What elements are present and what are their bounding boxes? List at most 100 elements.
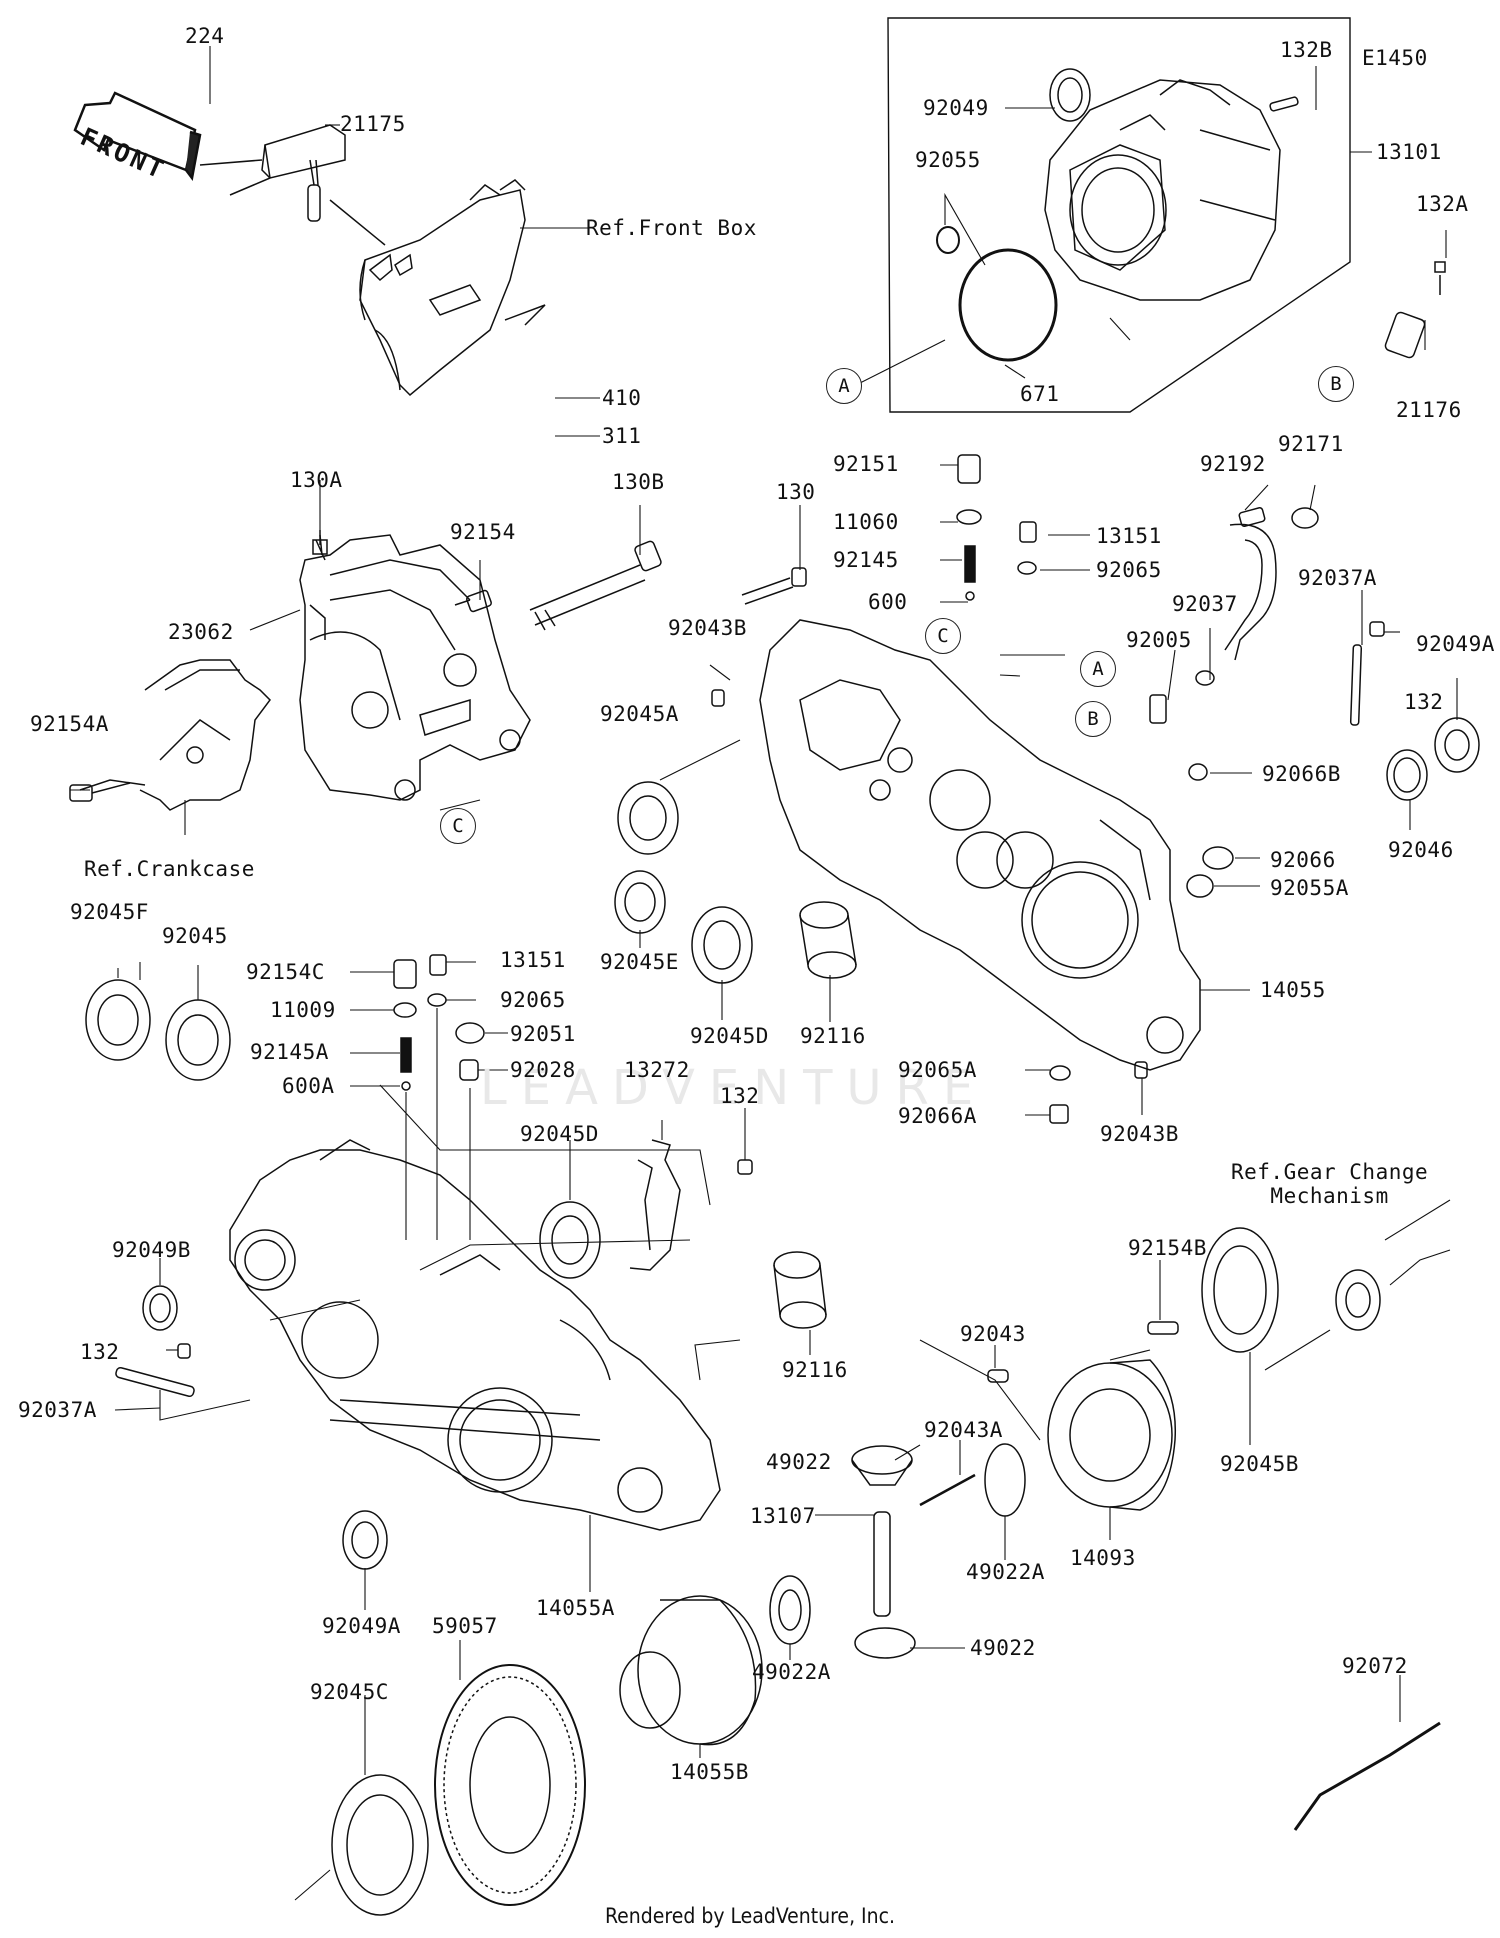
spring-92145a [400,1037,412,1073]
part-92043b-top[interactable]: 92043B [668,616,747,640]
oring-671 [958,248,1058,362]
leader-lines [70,46,1458,1901]
part-14055a[interactable]: 14055A [536,1596,615,1620]
part-92045d-right[interactable]: 92045D [690,1024,769,1048]
part-92065a[interactable]: 92065A [898,1058,977,1082]
sensor-21176 [1384,261,1446,359]
part-92045e[interactable]: 92045E [600,950,679,974]
part-92151[interactable]: 92151 [833,452,899,476]
part-92154c[interactable]: 92154C [246,960,325,984]
part-92192[interactable]: 92192 [1200,452,1266,476]
part-92145a[interactable]: 92145A [250,1040,329,1064]
seal-92049b [142,1285,178,1331]
part-92055a[interactable]: 92055A [1270,876,1349,900]
part-130b[interactable]: 130B [612,470,665,494]
part-130[interactable]: 130 [776,480,816,504]
pin-92043a [919,1473,976,1507]
part-21176[interactable]: 21176 [1396,398,1462,422]
gear-49022-top [851,1445,913,1486]
front-box-drawing [199,124,546,397]
part-92043[interactable]: 92043 [960,1322,1026,1346]
part-92055[interactable]: 92055 [915,148,981,172]
part-21175[interactable]: 21175 [340,112,406,136]
part-13107[interactable]: 13107 [750,1504,816,1528]
bolt-92154c [393,959,417,989]
part-92154b[interactable]: 92154B [1128,1236,1207,1260]
bolt-92154 [454,589,492,613]
part-92154[interactable]: 92154 [450,520,516,544]
switch-13151-top [1019,521,1037,543]
part-92051[interactable]: 92051 [510,1022,576,1046]
part-11060[interactable]: 11060 [833,510,899,534]
part-92043b-bottom[interactable]: 92043B [1100,1122,1179,1146]
part-13151-top[interactable]: 13151 [1096,524,1162,548]
spring-92145 [964,545,976,583]
part-92005[interactable]: 92005 [1126,628,1192,652]
part-92045f[interactable]: 92045F [70,900,149,924]
part-11009[interactable]: 11009 [270,998,336,1022]
part-92154a[interactable]: 92154A [30,712,109,736]
part-23062[interactable]: 23062 [168,620,234,644]
part-49022a-top[interactable]: 49022A [966,1560,1045,1584]
part-92066b[interactable]: 92066B [1262,762,1341,786]
part-92066a[interactable]: 92066A [898,1104,977,1128]
part-92116-right[interactable]: 92116 [800,1024,866,1048]
part-92049a-right[interactable]: 92049A [1416,632,1495,656]
part-132-mid[interactable]: 132 [720,1084,760,1108]
part-132-right[interactable]: 132 [1404,690,1444,714]
part-600a[interactable]: 600A [282,1074,335,1098]
part-92045a[interactable]: 92045A [600,702,679,726]
part-92028[interactable]: 92028 [510,1058,576,1082]
part-92065-left[interactable]: 92065 [500,988,566,1012]
gear-49022a-top [984,1443,1026,1517]
part-671[interactable]: 671 [1020,382,1060,406]
bearing-92045a [617,781,679,855]
part-14055[interactable]: 14055 [1260,978,1326,1002]
callout-c-right: C [925,618,961,654]
hose-92192 [1224,507,1277,661]
part-132b[interactable]: 132B [1280,38,1333,62]
shaft-13107 [873,1511,891,1617]
part-92046[interactable]: 92046 [1388,838,1454,862]
part-13272[interactable]: 13272 [624,1058,690,1082]
part-92037[interactable]: 92037 [1172,592,1238,616]
pin-92043 [987,1369,1009,1383]
part-92145[interactable]: 92145 [833,548,899,572]
needle-92046 [1386,749,1428,801]
part-92045-left[interactable]: 92045 [162,924,228,948]
part-410[interactable]: 410 [602,386,642,410]
part-92116-mid[interactable]: 92116 [782,1358,848,1382]
part-92045d-mid[interactable]: 92045D [520,1122,599,1146]
part-92049b[interactable]: 92049B [112,1238,191,1262]
gear-49022a-bot [769,1575,811,1645]
part-132-left[interactable]: 132 [80,1340,120,1364]
part-92066[interactable]: 92066 [1270,848,1336,872]
part-92049a-left[interactable]: 92049A [322,1614,401,1638]
part-13101[interactable]: 13101 [1376,140,1442,164]
plug-92066a [1049,1104,1069,1124]
part-224[interactable]: 224 [185,24,225,48]
part-92045c[interactable]: 92045C [310,1680,389,1704]
part-13151-left[interactable]: 13151 [500,948,566,972]
part-14055b[interactable]: 14055B [670,1760,749,1784]
part-130a[interactable]: 130A [290,468,343,492]
part-132a[interactable]: 132A [1416,192,1469,216]
part-14093[interactable]: 14093 [1070,1546,1136,1570]
part-600[interactable]: 600 [868,590,908,614]
part-92171[interactable]: 92171 [1278,432,1344,456]
part-311[interactable]: 311 [602,424,642,448]
part-92072[interactable]: 92072 [1342,1654,1408,1678]
part-92065-top[interactable]: 92065 [1096,558,1162,582]
part-92043a[interactable]: 92043A [924,1418,1003,1442]
part-49022a-bottom[interactable]: 49022A [752,1660,831,1684]
part-92037a-left[interactable]: 92037A [18,1398,97,1422]
seal-92049a-left [342,1510,388,1570]
part-92045b[interactable]: 92045B [1220,1452,1299,1476]
part-49022-top[interactable]: 49022 [766,1450,832,1474]
part-92037a-right[interactable]: 92037A [1298,566,1377,590]
part-49022-bottom[interactable]: 49022 [970,1636,1036,1660]
part-92049[interactable]: 92049 [923,96,989,120]
e1450-box [887,17,1351,413]
part-59057[interactable]: 59057 [432,1614,498,1638]
seal-92049 [1049,68,1091,122]
